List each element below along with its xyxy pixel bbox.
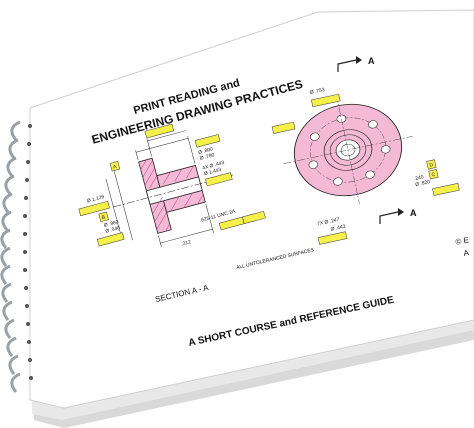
- fcf-7: [242, 210, 266, 225]
- dim-d9: Ø 1.443: [203, 167, 222, 177]
- datum-box-c: [428, 169, 439, 180]
- spiral-holes: [23, 124, 33, 380]
- dim-d13: .212: [181, 239, 192, 247]
- dim-d8: Ø .753: [309, 87, 325, 96]
- fcf-11: [432, 183, 460, 196]
- datum-b-label: B: [101, 214, 106, 221]
- dim-d11: Ø .443: [330, 224, 346, 233]
- view-label-a-top: A: [368, 56, 375, 66]
- end-view: A A Ø .753 7X Ø .247 Ø .443 Ø .820 .240 …: [271, 56, 460, 245]
- arrow-a-bottom: [398, 208, 404, 216]
- view-label-a-bottom: A: [410, 208, 417, 218]
- dim-d7: 7X Ø .247: [317, 217, 340, 228]
- fcf-5: [96, 232, 125, 247]
- datum-box-a1: [109, 160, 121, 172]
- dim-d6: Ø .940: [105, 225, 121, 235]
- datum-box-b: [98, 211, 109, 223]
- edge-mark-a: A: [463, 248, 470, 258]
- spiral-binding: [0, 120, 21, 393]
- fcf-4: [205, 172, 233, 187]
- fcf-1: [144, 123, 175, 139]
- dim-d1: Ø .800: [198, 146, 214, 156]
- fcf-8: [311, 93, 341, 108]
- fcf-2: [194, 134, 221, 148]
- fcf-3: [78, 200, 110, 217]
- arrow-a-top: [356, 56, 362, 64]
- dim-d5: Ø .960: [103, 219, 119, 229]
- datum-c-label: C: [431, 172, 436, 179]
- dim-d12: Ø .820: [415, 179, 431, 188]
- dim-d3: 4X Ø .443: [202, 160, 226, 172]
- datum-box-d: [426, 159, 437, 170]
- datum-d-label: D: [429, 162, 434, 169]
- edge-mark-copyright: © E: [455, 235, 470, 246]
- dim-d2: Ø .780: [199, 152, 215, 162]
- datum-a1-label: A: [112, 164, 117, 171]
- dim-d4: Ø 1.126: [86, 194, 105, 204]
- fcf-9: [271, 121, 296, 134]
- dim-d14: .240: [413, 174, 424, 182]
- bolt-holes: [308, 114, 391, 186]
- fcf-10: [317, 231, 348, 245]
- section-view: Ø .800 Ø .780 4X Ø .443 Ø 1.126 Ø .960 Ø…: [78, 123, 266, 248]
